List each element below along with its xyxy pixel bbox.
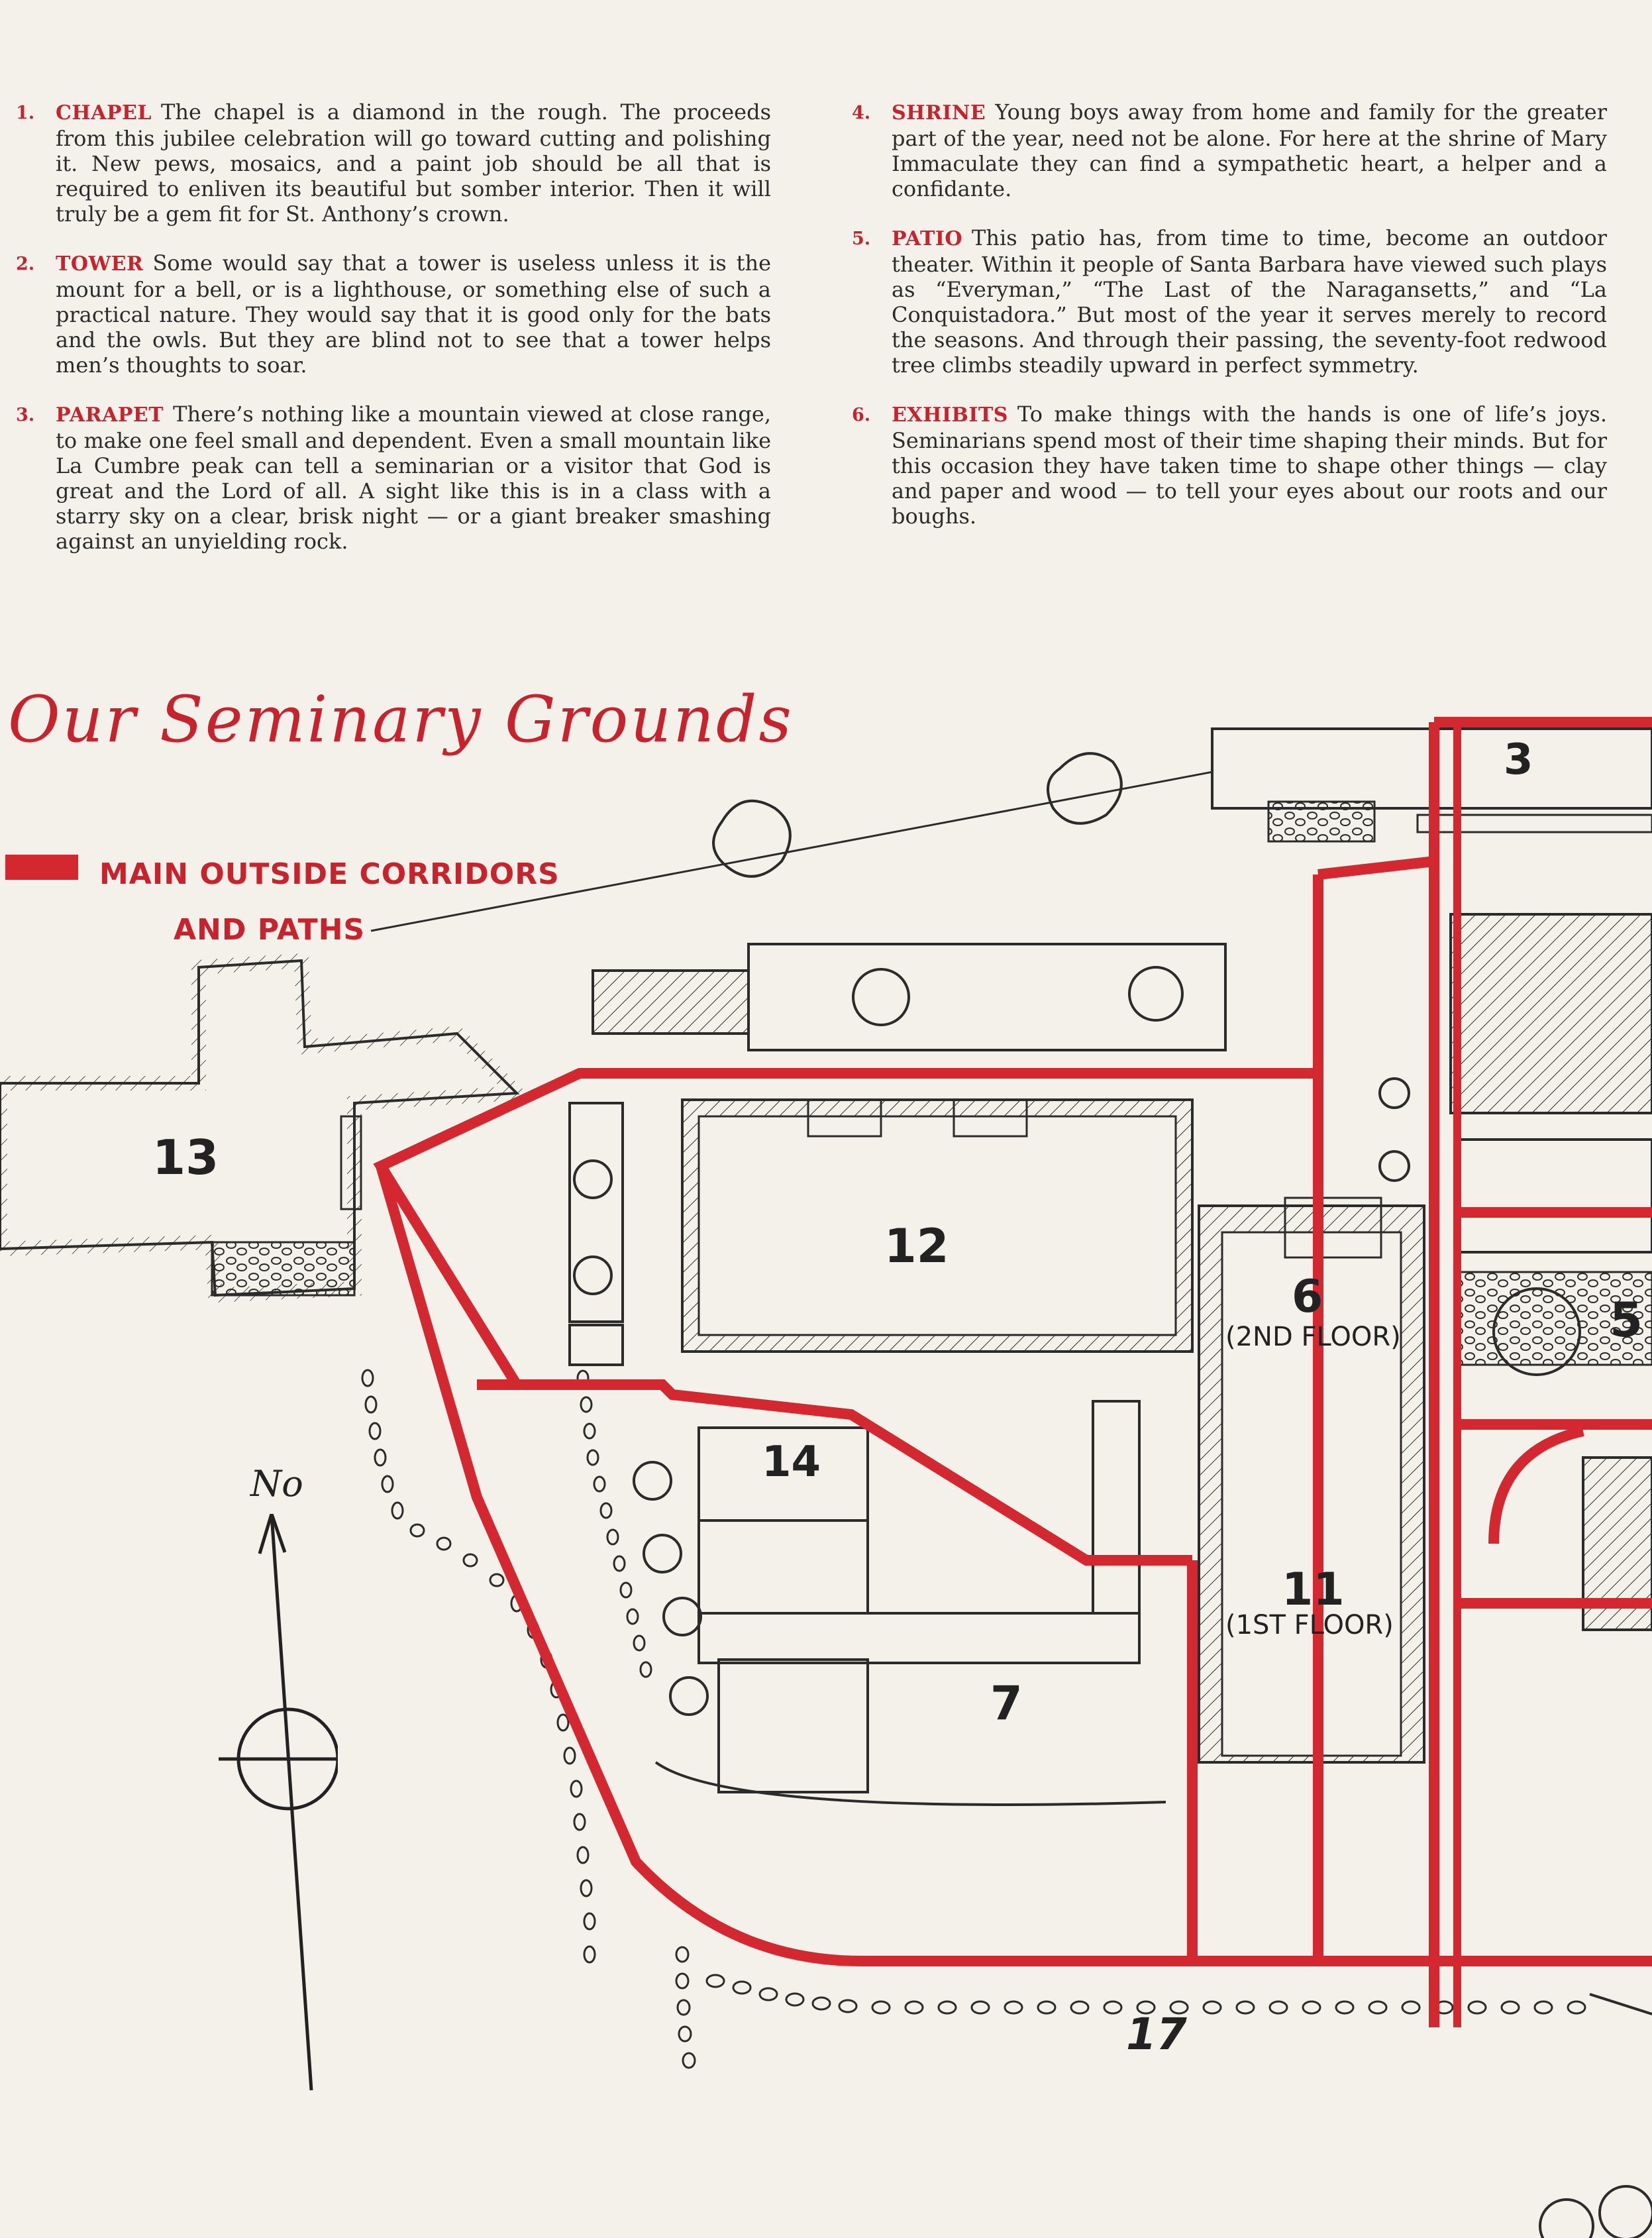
entry-number: 6. bbox=[852, 405, 871, 425]
label-12: 12 bbox=[884, 1219, 949, 1273]
label-14: 14 bbox=[762, 1438, 821, 1487]
trees bbox=[573, 752, 1652, 2238]
legend-label: MAIN OUTSIDE CORRIDORS AND PATHS bbox=[99, 847, 629, 958]
entry-text: Young boys away from home and family for… bbox=[892, 99, 1607, 201]
entry-heading: TOWER bbox=[56, 252, 144, 276]
building-12 bbox=[681, 1098, 1194, 1353]
entry-heading: CHAPEL bbox=[56, 101, 152, 125]
entry-number: 1. bbox=[16, 103, 35, 123]
label-6: 6 bbox=[1292, 1271, 1323, 1323]
entry-heading: PATIO bbox=[892, 227, 963, 250]
entry-text: This patio has, from time to time, becom… bbox=[892, 225, 1607, 378]
entry-number: 2. bbox=[16, 254, 35, 274]
entry-heading: EXHIBITS bbox=[892, 403, 1008, 427]
grounds-map: Our Seminary Grounds MAIN OUTSIDE CORRID… bbox=[0, 636, 1652, 2238]
map-title: Our Seminary Grounds bbox=[8, 682, 794, 757]
entry-text: To make things with the hands is one of … bbox=[892, 401, 1607, 529]
corridor-paths bbox=[373, 717, 1652, 2027]
entry-heading: PARAPET bbox=[56, 403, 164, 427]
north-arrow-icon bbox=[219, 1514, 338, 2091]
label-6-floor: (2ND FLOOR) bbox=[1225, 1322, 1401, 1352]
entry-number: 5. bbox=[852, 229, 871, 249]
label-11: 11 bbox=[1282, 1564, 1345, 1616]
legend-swatch bbox=[5, 855, 78, 880]
garden-beds bbox=[568, 1102, 624, 1366]
area-14 bbox=[697, 1400, 1141, 1793]
label-13: 13 bbox=[152, 1130, 219, 1185]
entry-number: 3. bbox=[16, 405, 35, 425]
label-5: 5 bbox=[1610, 1292, 1643, 1348]
driveway-edge bbox=[654, 1761, 1166, 1806]
entry-text: The chapel is a diamond in the rough. Th… bbox=[56, 99, 771, 227]
entry-heading: SHRINE bbox=[892, 101, 986, 125]
map-drawing bbox=[0, 717, 1652, 2238]
small-building-west bbox=[592, 969, 750, 1035]
east-building bbox=[1449, 913, 1652, 1114]
entry-text: There’s nothing like a mountain viewed a… bbox=[56, 401, 771, 554]
page-number: 17 bbox=[1126, 2009, 1187, 2060]
label-7: 7 bbox=[990, 1676, 1023, 1731]
entry-text: Some would say that a tower is useless u… bbox=[56, 250, 771, 378]
building-13 bbox=[0, 953, 534, 1303]
legend-line-1: MAIN OUTSIDE CORRIDORS bbox=[99, 857, 560, 891]
driveway-edge-2 bbox=[1589, 1993, 1652, 2015]
north-label: No bbox=[250, 1463, 303, 1505]
legend-line-2: AND PATHS bbox=[174, 913, 366, 947]
building-6-11 bbox=[1198, 1197, 1425, 1764]
north-wing bbox=[747, 943, 1227, 1051]
label-11-floor: (1ST FLOOR) bbox=[1225, 1610, 1394, 1640]
legend-leader bbox=[370, 751, 1319, 932]
label-3: 3 bbox=[1504, 735, 1533, 784]
entry-number: 4. bbox=[852, 103, 871, 123]
